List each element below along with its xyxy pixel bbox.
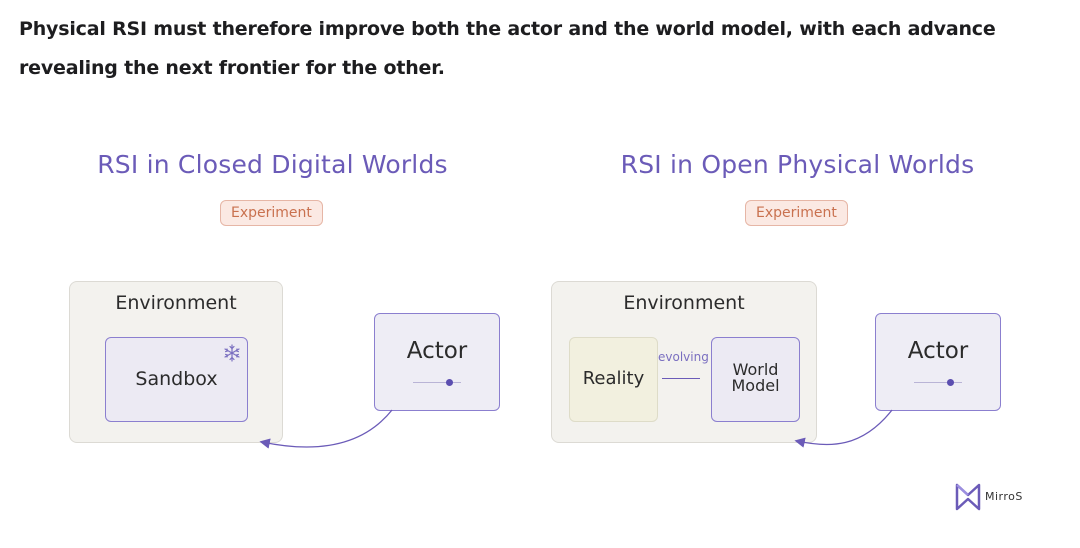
right-environment-box: Environment Reality evolving World Model <box>551 281 817 443</box>
evolving-connector <box>662 378 700 379</box>
intro-paragraph: Physical RSI must therefore improve both… <box>19 18 996 79</box>
right-actor-slider-track <box>914 382 962 383</box>
left-panel-title: RSI in Closed Digital Worlds <box>97 150 448 179</box>
evolving-label: evolving <box>658 350 709 364</box>
left-actor-to-environment-arrow <box>259 409 393 449</box>
sandbox-label: Sandbox <box>135 368 218 390</box>
snowflake-icon <box>224 344 240 362</box>
reality-box: Reality <box>569 337 658 422</box>
right-actor-label: Actor <box>907 338 969 364</box>
world-model-label-line1: World <box>732 360 779 379</box>
left-actor-box: Actor <box>374 313 500 411</box>
left-environment-box: Environment Sandbox <box>69 281 283 443</box>
right-actor-to-environment-arrow <box>794 409 893 448</box>
world-model-label-line2: Model <box>731 376 780 395</box>
logo-text: MirroS <box>985 490 1023 503</box>
left-actor-slider-track <box>413 382 461 383</box>
right-actor-box: Actor <box>875 313 1001 411</box>
right-actor-slider-dot <box>947 379 954 386</box>
left-experiment-badge: Experiment <box>220 200 323 226</box>
world-model-box: World Model <box>711 337 800 422</box>
right-experiment-badge: Experiment <box>745 200 848 226</box>
right-panel-title: RSI in Open Physical Worlds <box>620 150 975 179</box>
mirros-logo-icon <box>955 483 981 511</box>
right-environment-label: Environment <box>623 292 745 314</box>
left-environment-label: Environment <box>115 292 237 314</box>
left-actor-label: Actor <box>406 338 468 364</box>
reality-label: Reality <box>582 368 645 389</box>
left-actor-slider-dot <box>446 379 453 386</box>
sandbox-box: Sandbox <box>105 337 248 422</box>
